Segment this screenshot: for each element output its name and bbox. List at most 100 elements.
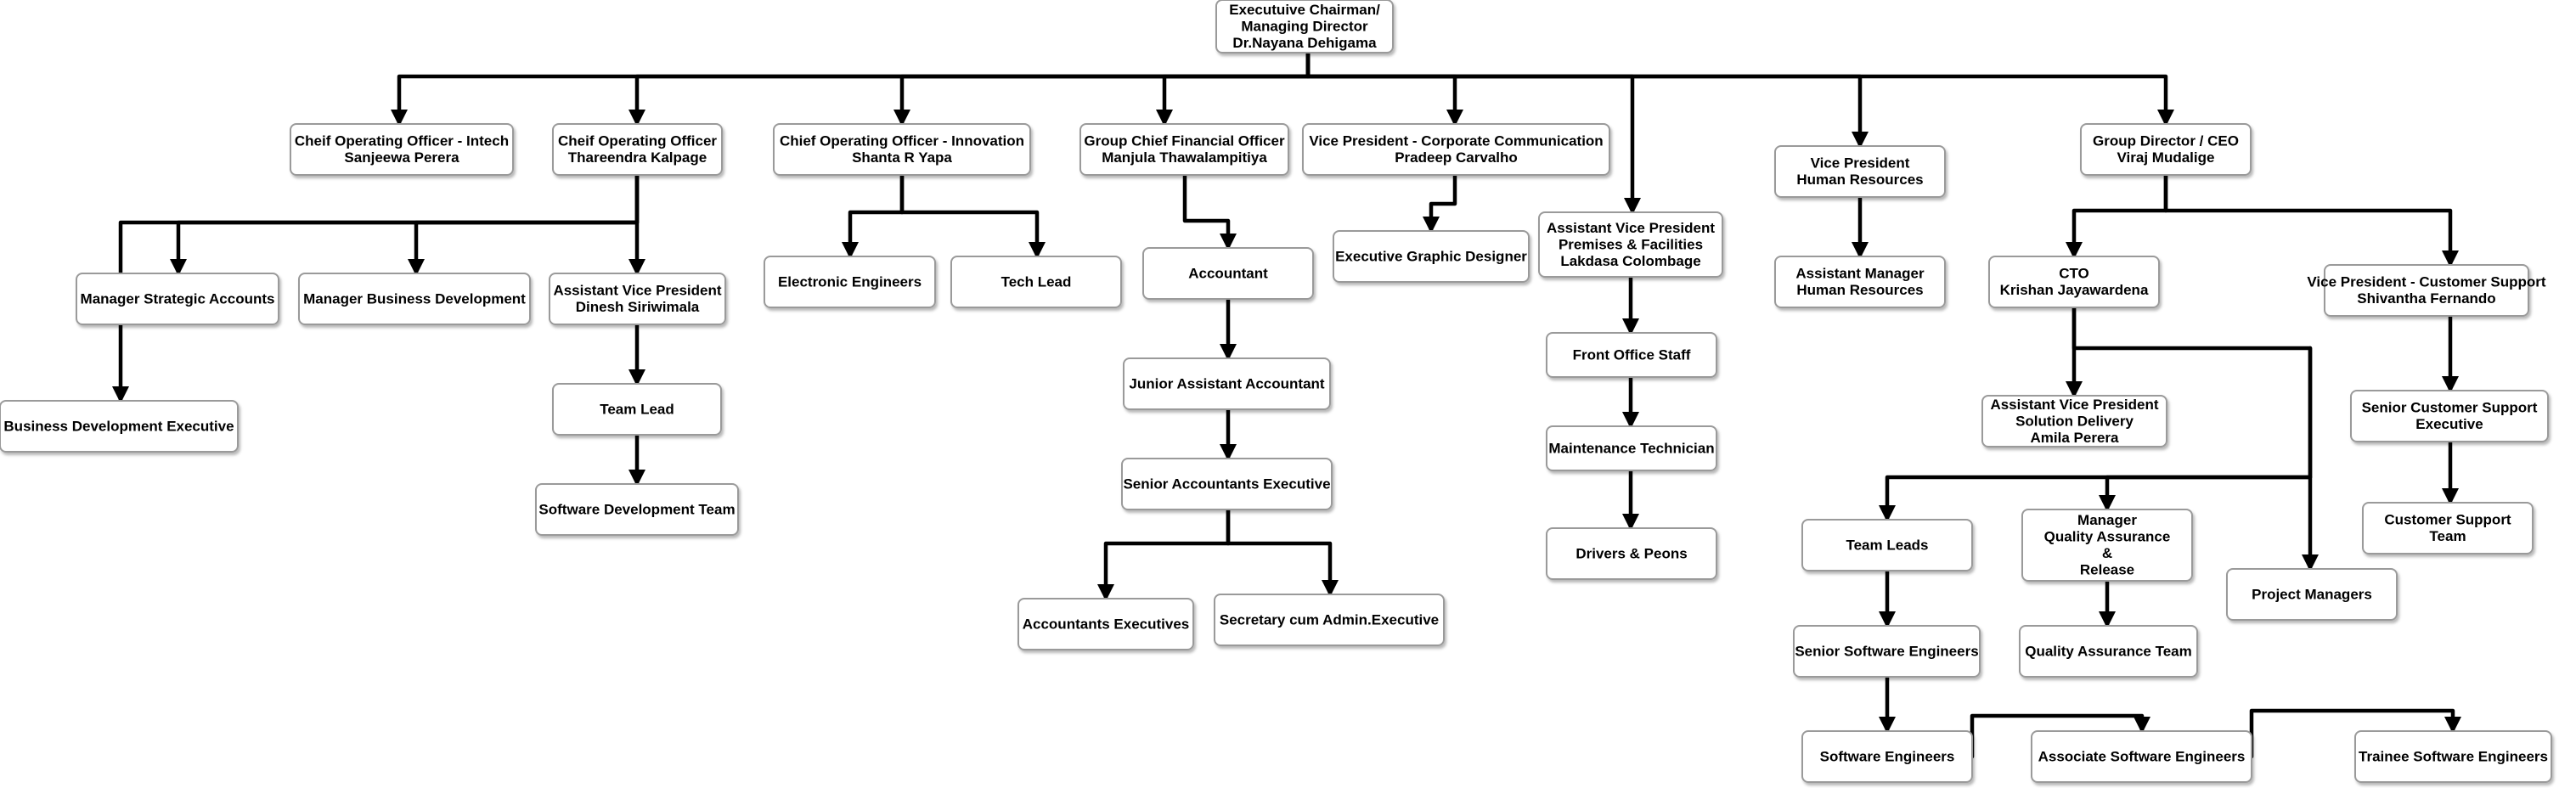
node-maintenance: Maintenance Technician (1546, 425, 1717, 471)
node-coo-innovation: Chief Operating Officer - InnovationShan… (773, 123, 1031, 176)
connector-arrow (1096, 507, 1231, 602)
node-label: Quality Assurance Team (2025, 643, 2192, 659)
node-label: Group Chief Financial Officer (1084, 133, 1285, 149)
node-box (2031, 730, 2252, 783)
node-jr-asst-accountant: Junior Assistant Accountant (1123, 357, 1331, 410)
node-label: Junior Assistant Accountant (1129, 375, 1324, 391)
node-secretary: Secretary cum Admin.Executive (1214, 594, 1445, 646)
node-label: Quality Assurance (2044, 529, 2171, 545)
node-label: Assistant Vice President (553, 283, 721, 299)
node-label: Manager Business Development (303, 290, 526, 307)
node-label: Human Resources (1796, 172, 1923, 188)
node-label: Assistant Vice President (1990, 397, 2158, 413)
connector-arrow (2163, 172, 2460, 268)
node-box (2362, 502, 2534, 554)
connector-arrow (1182, 172, 1237, 251)
node-box (950, 256, 1122, 308)
connector-arrow (628, 50, 1311, 127)
node-tech-lead: Tech Lead (950, 256, 1122, 308)
node-mgr-strategic: Manager Strategic Accounts (76, 273, 279, 325)
connector-arrow (1422, 172, 1457, 234)
node-sw-eng: Software Engineers (1801, 730, 1973, 783)
node-box (1079, 123, 1289, 176)
node-label: Cheif Operating Officer - Intech (295, 133, 509, 149)
node-box (2019, 625, 2198, 678)
node-box (1142, 247, 1314, 300)
node-accountants-execs: Accountants Executives (1017, 598, 1194, 650)
node-box (2080, 123, 2252, 176)
node-label: Business Development Executive (3, 418, 234, 434)
node-box (773, 123, 1031, 176)
node-label: Krishan Jayawardena (2000, 282, 2149, 298)
node-box (1981, 395, 2167, 447)
node-label: Project Managers (2252, 586, 2372, 602)
node-label: Manager Strategic Accounts (81, 290, 275, 307)
node-label: Dr.Nayana Dehigama (1232, 35, 1377, 51)
node-project-managers: Project Managers (2226, 568, 2398, 621)
node-box (1546, 527, 1717, 580)
node-box (2021, 509, 2193, 582)
node-box (1793, 625, 1981, 678)
node-label: Vice President - Corporate Communication (1309, 133, 1603, 149)
node-label: Dinesh Siriwimala (576, 299, 700, 315)
node-label: Managing Director (1241, 18, 1368, 34)
node-label: Accountant (1188, 265, 1268, 281)
node-box (764, 256, 936, 308)
node-label: Executive Graphic Designer (1335, 248, 1527, 264)
node-box (298, 273, 531, 325)
node-box (1123, 357, 1331, 410)
node-label: Amila Perera (2031, 430, 2119, 446)
node-box (2324, 264, 2529, 317)
node-box (1546, 332, 1717, 378)
node-label: Human Resources (1796, 282, 1923, 298)
node-label: & (2102, 545, 2112, 561)
node-sw-dev-team: Software Development Team (535, 483, 739, 536)
node-label: Trainee Software Engineers (2359, 748, 2548, 764)
node-label: Solution Delivery (2015, 413, 2134, 429)
node-label: Viraj Mudalige (2117, 149, 2215, 166)
node-front-office: Front Office Staff (1546, 332, 1717, 378)
node-vp-cust-support: Vice President - Customer SupportShivant… (2307, 264, 2546, 317)
node-box (2354, 730, 2552, 783)
node-label: Manager (2077, 512, 2137, 528)
node-box (1302, 123, 1610, 176)
connector-arrow (1226, 507, 1339, 598)
node-box (290, 123, 514, 176)
node-box (1538, 211, 1723, 278)
node-trainee-sw-eng: Trainee Software Engineers (2354, 730, 2552, 783)
node-label: CTO (2059, 266, 2089, 282)
node-label: Drivers & Peons (1575, 545, 1687, 561)
node-exec-graphic: Executive Graphic Designer (1333, 230, 1530, 283)
node-label: Associate Software Engineers (2038, 748, 2246, 764)
node-label: Senior Accountants Executive (1123, 476, 1330, 492)
node-label: Software Development Team (538, 501, 735, 517)
node-box (1774, 145, 1946, 198)
node-box (0, 400, 239, 453)
node-box (1546, 425, 1717, 471)
node-label: Assistant Manager (1795, 266, 1925, 282)
node-label: Secretary cum Admin.Executive (1220, 611, 1439, 628)
node-bde: Business Development Executive (0, 400, 239, 453)
node-box (1215, 0, 1394, 53)
node-box (1774, 256, 1946, 308)
node-chairman: Executuive Chairman/Managing DirectorDr.… (1215, 0, 1394, 53)
node-label: Manjula Thawalampitiya (1102, 149, 1267, 166)
node-box (1801, 519, 1973, 571)
node-box (1988, 256, 2160, 308)
node-box (1801, 730, 1973, 783)
node-label: Senior Software Engineers (1795, 643, 1978, 659)
node-label: Pradeep Carvalho (1395, 149, 1518, 166)
node-label: Premises & Facilities (1559, 236, 1703, 252)
node-label: Vice President (1811, 155, 1910, 172)
node-label: Software Engineers (1820, 748, 1955, 764)
connector-arrow (841, 172, 905, 260)
node-box (1214, 594, 1445, 646)
node-label: Shivantha Fernando (2357, 290, 2495, 307)
